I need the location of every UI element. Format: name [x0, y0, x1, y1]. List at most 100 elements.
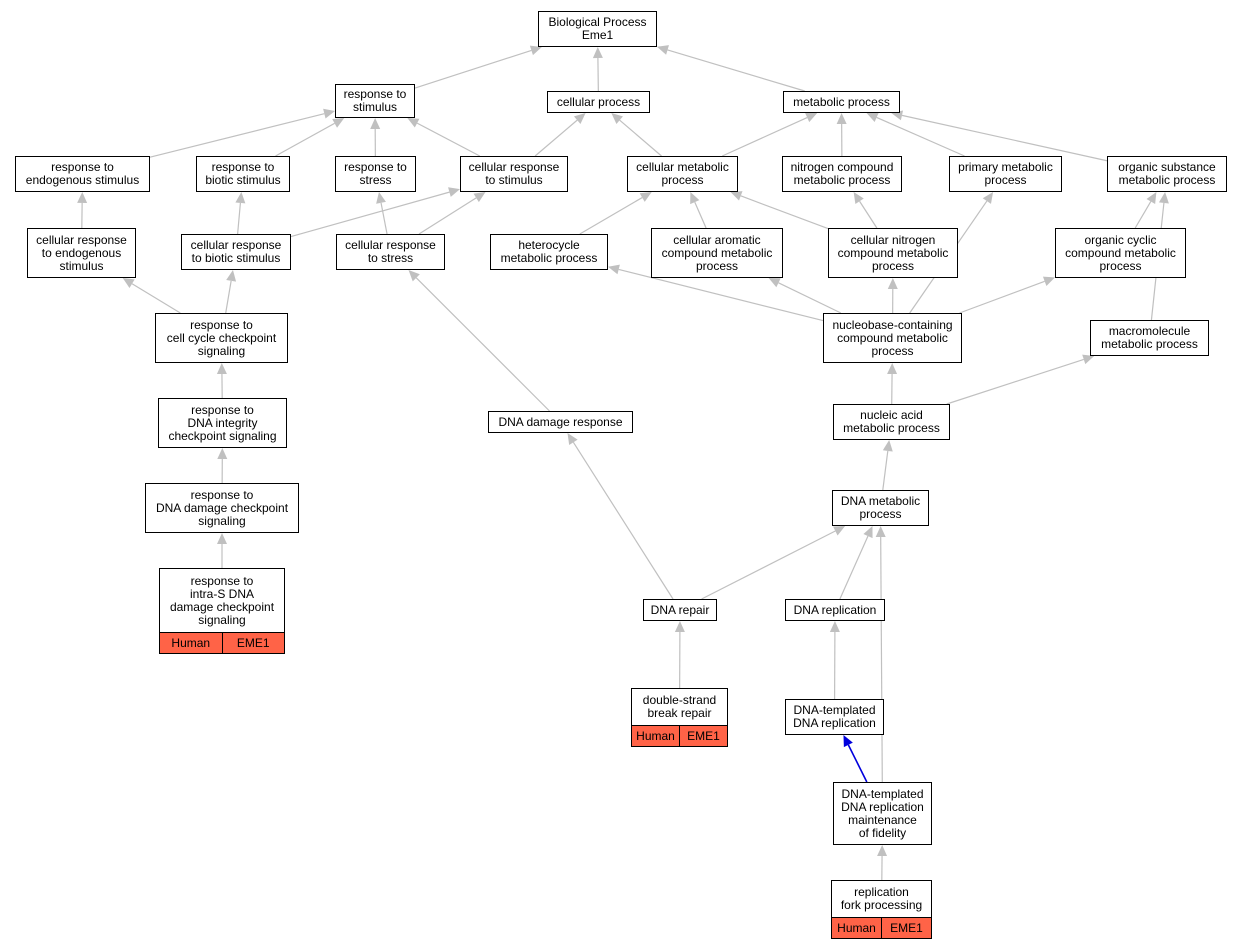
go-term-label: organic cyclic compound metabolic proces… [1065, 232, 1176, 273]
gene-tag: EME1 [221, 633, 284, 653]
go-term-label: metabolic process [793, 94, 890, 109]
go-term-node[interactable]: DNA-templated DNA replication [785, 699, 884, 735]
go-term-node[interactable]: response to stimulus [335, 84, 415, 118]
go-term-node[interactable]: heterocycle metabolic process [490, 234, 608, 270]
edge-arrowhead [768, 278, 781, 288]
edge-arrowhead [1146, 192, 1157, 205]
go-term-label: response to intra-S DNA damage checkpoin… [169, 573, 275, 627]
go-term-label: cellular metabolic process [636, 160, 729, 187]
edge-line [290, 191, 450, 238]
go-term-label: nucleic acid metabolic process [843, 408, 940, 435]
go-term-node[interactable]: Biological Process Eme1 [538, 11, 657, 47]
go-term-label: cellular aromatic compound metabolic pro… [661, 232, 773, 273]
edge-arrowhead [332, 118, 345, 128]
go-term-node[interactable]: cellular response to stimulus [460, 156, 568, 192]
edge-arrowhead [216, 363, 227, 375]
edge-line [579, 197, 643, 235]
go-term-node[interactable]: response to endogenous stimulus [15, 156, 150, 192]
go-term-node[interactable]: cellular metabolic process [627, 156, 738, 192]
edge-line [237, 202, 241, 235]
go-term-label: replication fork processing [840, 885, 923, 912]
go-term-node[interactable]: cellular response to endogenous stimulus [27, 228, 136, 278]
edge-arrowhead [77, 192, 88, 204]
go-term-node[interactable]: organic substance metabolic process [1107, 156, 1227, 192]
edge-line [882, 450, 889, 491]
go-term-node[interactable]: response to stress [335, 156, 416, 192]
edge-line [876, 116, 965, 157]
go-term-node[interactable]: response to biotic stimulus [196, 156, 290, 192]
go-term-node[interactable]: DNA repair [643, 599, 717, 621]
edge-arrowhead [323, 108, 335, 119]
edge-arrowhead [573, 113, 586, 124]
edge-line [415, 277, 550, 412]
go-term-node[interactable]: response to DNA damage checkpoint signal… [145, 483, 299, 533]
go-term-node[interactable]: response to DNA integrity checkpoint sig… [158, 398, 287, 448]
edge-arrowhead [408, 270, 420, 282]
edge-arrowhead [730, 191, 743, 201]
edge-arrowhead [473, 192, 486, 203]
edge-line [414, 49, 532, 89]
go-term-label: heterocycle metabolic process [500, 238, 598, 265]
go-term-node[interactable]: DNA metabolic process [832, 490, 929, 526]
go-term-node[interactable]: cellular nitrogen compound metabolic pro… [828, 228, 958, 278]
go-term-node[interactable]: response to cell cycle checkpoint signal… [155, 313, 288, 363]
go-term-node[interactable]: primary metabolic process [949, 156, 1062, 192]
go-term-node[interactable]: organic cyclic compound metabolic proces… [1055, 228, 1186, 278]
go-term-node[interactable]: cellular response to biotic stimulus [181, 234, 291, 270]
go-term-label: response to DNA integrity checkpoint sig… [168, 402, 277, 443]
go-term-node[interactable]: response to intra-S DNA damage checkpoin… [159, 568, 285, 654]
go-term-node[interactable]: cellular aromatic compound metabolic pro… [651, 228, 783, 278]
edge-line [418, 197, 477, 235]
go-term-node[interactable]: metabolic process [783, 91, 900, 113]
species-tag: Human [832, 918, 881, 938]
go-term-label: nitrogen compound metabolic process [790, 160, 894, 187]
edge-line [416, 122, 481, 157]
go-term-node[interactable]: cellular process [547, 91, 650, 113]
edge-arrowhead [1042, 276, 1055, 286]
go-term-node[interactable]: DNA replication [785, 599, 885, 621]
edge-arrowhead [217, 448, 228, 460]
edge-line [847, 744, 868, 783]
edge-arrowhead [1158, 192, 1169, 204]
go-term-node[interactable]: nitrogen compound metabolic process [782, 156, 902, 192]
go-term-node[interactable]: nucleic acid metabolic process [833, 404, 950, 440]
edge-arrowhead [853, 192, 864, 204]
go-term-label: DNA-templated DNA replication [793, 703, 876, 730]
go-term-node[interactable]: cellular response to stress [336, 234, 445, 270]
go-term-label: cellular response to endogenous stimulus [36, 232, 127, 273]
go-term-node[interactable]: DNA-templated DNA replication maintenanc… [833, 782, 932, 845]
edge-line [275, 122, 335, 157]
edge-arrowhead [608, 264, 620, 275]
edge-arrowhead [611, 113, 623, 124]
go-term-label: Biological Process Eme1 [548, 15, 647, 42]
edge-arrowhead [887, 278, 898, 290]
edge-arrowhead [805, 112, 818, 123]
edge-arrowhead [657, 45, 669, 55]
gene-tag: EME1 [679, 726, 727, 746]
edge-line [740, 195, 829, 230]
edge-line [859, 200, 878, 229]
go-term-label: response to endogenous stimulus [25, 160, 140, 187]
edge-line [901, 114, 1108, 162]
edge-arrowhead [674, 621, 685, 633]
edge-arrowhead [833, 526, 846, 536]
edge-arrowhead [836, 113, 847, 125]
edge-line [880, 536, 883, 783]
edge-line [149, 113, 325, 158]
go-term-node[interactable]: nucleobase-containing compound metabolic… [823, 313, 962, 363]
edge-line [667, 49, 805, 92]
edge-arrowhead [982, 192, 994, 204]
edge-line [839, 535, 869, 600]
edge-arrowhead [866, 112, 879, 123]
edge-arrowhead [370, 118, 381, 130]
go-term-label: response to biotic stimulus [205, 160, 281, 187]
go-term-node[interactable]: DNA damage response [488, 411, 633, 433]
go-term-label: DNA replication [793, 602, 877, 617]
go-term-node[interactable]: macromolecule metabolic process [1090, 320, 1209, 356]
go-term-label: cellular response to biotic stimulus [190, 238, 282, 265]
